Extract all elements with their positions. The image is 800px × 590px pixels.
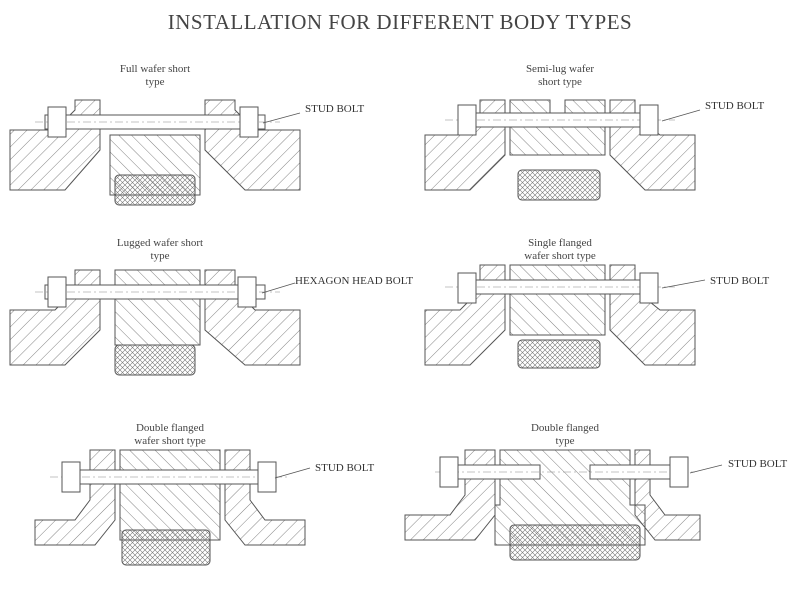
diagram-double-flanged-wafer: Double flanged wafer short type STUD BOL… (0, 410, 400, 590)
diagram-caption: Full wafer short type (119, 63, 191, 88)
diagram-double-flanged: Double flanged type STUD BOLT (400, 410, 800, 590)
diagram-lugged-wafer: Lugged wafer short type HEXAGON HEAD BOL… (0, 235, 413, 415)
callout-label: STUD BOLT (315, 462, 375, 474)
valve-section-drawing (9, 99, 301, 206)
valve-section-drawing (9, 269, 301, 376)
valve-section-drawing (34, 449, 311, 566)
callout-label: STUD BOLT (305, 103, 365, 115)
callout-label: STUD BOLT (705, 100, 765, 112)
diagram-full-wafer: Full wafer short type STUD BOLT (0, 55, 400, 235)
diagram-caption: Double flanged type (530, 422, 600, 447)
diagram-caption: Semi-lug wafer short type (525, 63, 595, 88)
diagram-caption: Lugged wafer short type (116, 237, 204, 262)
callout-label: HEXAGON HEAD BOLT (295, 275, 414, 287)
diagram-semi-lug-wafer: Semi-lug wafer short type STUD BOLT (400, 55, 800, 235)
valve-section-drawing (424, 99, 701, 201)
valve-section-drawing (424, 264, 706, 369)
diagram-single-flanged-wafer: Single flanged wafer short type STUD BOL… (400, 235, 800, 415)
diagram-caption: Double flanged wafer short type (134, 422, 206, 447)
callout-label: STUD BOLT (710, 275, 770, 287)
callout-label: STUD BOLT (728, 458, 788, 470)
valve-section-drawing (404, 449, 723, 561)
diagram-caption: Single flanged wafer short type (524, 237, 596, 262)
page-title: INSTALLATION FOR DIFFERENT BODY TYPES (167, 10, 633, 34)
